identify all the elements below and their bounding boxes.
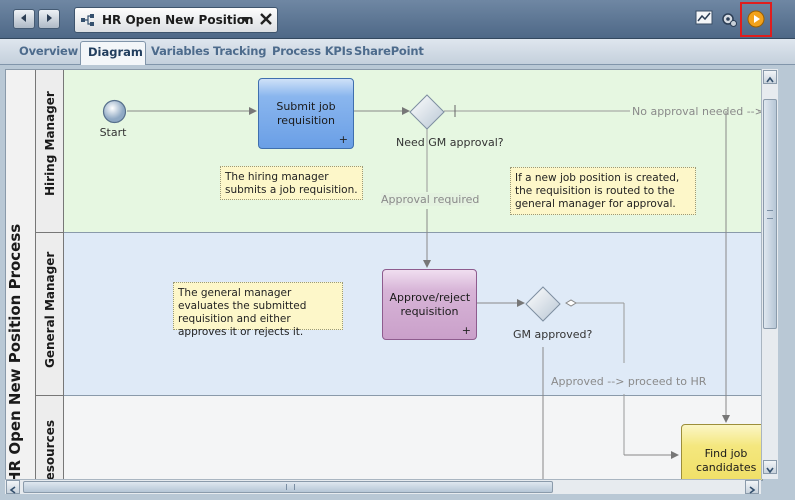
chevron-down-icon[interactable] xyxy=(241,16,251,24)
task-submit-label: Submit job requisition xyxy=(276,99,336,127)
chevron-down-icon xyxy=(766,467,774,474)
flow-label-no-approval: No approval needed --> proceed to HR xyxy=(632,105,762,118)
diagram-canvas[interactable]: HR Open New Position Process Hiring Mana… xyxy=(5,69,763,481)
tab-bar: Overview Diagram Variables Tracking Proc… xyxy=(0,39,795,65)
horizontal-scroll-thumb[interactable] xyxy=(23,481,553,493)
vertical-scroll-thumb[interactable] xyxy=(763,99,777,329)
flow-connectors xyxy=(127,105,762,480)
task-approve-label: Approve/reject requisition xyxy=(389,290,471,318)
scroll-down-button[interactable] xyxy=(763,460,777,474)
task-find-candidates[interactable]: Find job candidates xyxy=(681,424,762,480)
settings-icon xyxy=(722,13,737,27)
close-icon[interactable] xyxy=(259,12,273,26)
chevron-left-icon xyxy=(9,486,16,494)
run-icon xyxy=(747,10,765,28)
lane-header-hiring-manager: Hiring Manager xyxy=(36,70,64,233)
pool-header: HR Open New Position Process xyxy=(6,70,36,480)
tab-diagram[interactable]: Diagram xyxy=(80,41,146,65)
tab-overview[interactable]: Overview xyxy=(19,44,79,58)
chevron-right-icon xyxy=(749,486,756,494)
forward-button[interactable] xyxy=(38,9,60,29)
back-icon xyxy=(21,14,26,22)
tab-process-kpis[interactable]: Process KPIs xyxy=(272,44,353,58)
note-routed[interactable]: If a new job position is created, the re… xyxy=(510,167,696,215)
start-event[interactable] xyxy=(102,99,127,124)
start-label: Start xyxy=(99,126,127,139)
analytics-button[interactable] xyxy=(695,10,715,28)
flow-label-approved: Approved --> proceed to HR xyxy=(551,375,707,388)
expand-marker-icon: + xyxy=(461,324,471,337)
lane-header-general-manager: General Manager xyxy=(36,233,64,396)
process-selector[interactable]: HR Open New Position xyxy=(74,7,278,33)
vertical-scrollbar[interactable] xyxy=(761,69,778,479)
chart-icon xyxy=(695,10,713,25)
tab-tracking[interactable]: Tracking xyxy=(213,44,267,58)
tab-diagram-label: Diagram xyxy=(88,45,143,59)
scroll-left-button[interactable] xyxy=(6,480,20,494)
run-highlight-box xyxy=(740,2,772,37)
task-find-label: Find job candidates xyxy=(696,447,757,474)
gateway-need-gm[interactable] xyxy=(409,94,445,130)
back-button[interactable] xyxy=(13,9,35,29)
scroll-right-button[interactable] xyxy=(745,480,759,494)
task-submit-requisition[interactable]: Submit job requisition + xyxy=(258,78,354,149)
lane-resources xyxy=(64,396,762,480)
gateway-gm-approved[interactable] xyxy=(525,286,561,322)
task-approve-reject[interactable]: Approve/reject requisition + xyxy=(382,269,477,340)
horizontal-scrollbar[interactable] xyxy=(5,479,761,494)
lane-header-resources: Resources xyxy=(36,396,64,480)
note-hiring-manager[interactable]: The hiring manager submits a job requisi… xyxy=(220,166,363,200)
toolbar-right xyxy=(681,7,773,31)
tab-sharepoint[interactable]: SharePoint xyxy=(354,44,424,58)
run-button[interactable] xyxy=(747,10,767,28)
gateway-need-gm-label: Need GM approval? xyxy=(396,136,504,149)
default-flow-marker-icon xyxy=(565,299,577,307)
title-bar: HR Open New Position xyxy=(0,0,795,39)
tab-variables[interactable]: Variables xyxy=(151,44,210,58)
expand-marker-icon: + xyxy=(338,133,348,146)
chevron-up-icon xyxy=(766,76,774,83)
scroll-up-button[interactable] xyxy=(763,70,777,84)
gateway-gm-approved-label: GM approved? xyxy=(513,328,593,341)
forward-icon xyxy=(47,14,52,22)
flow-label-approval-required: Approval required xyxy=(381,193,480,206)
process-icon xyxy=(81,14,94,26)
settings-button[interactable] xyxy=(720,10,740,28)
process-title: HR Open New Position xyxy=(102,13,254,27)
note-general-manager[interactable]: The general manager evaluates the submit… xyxy=(173,282,343,338)
